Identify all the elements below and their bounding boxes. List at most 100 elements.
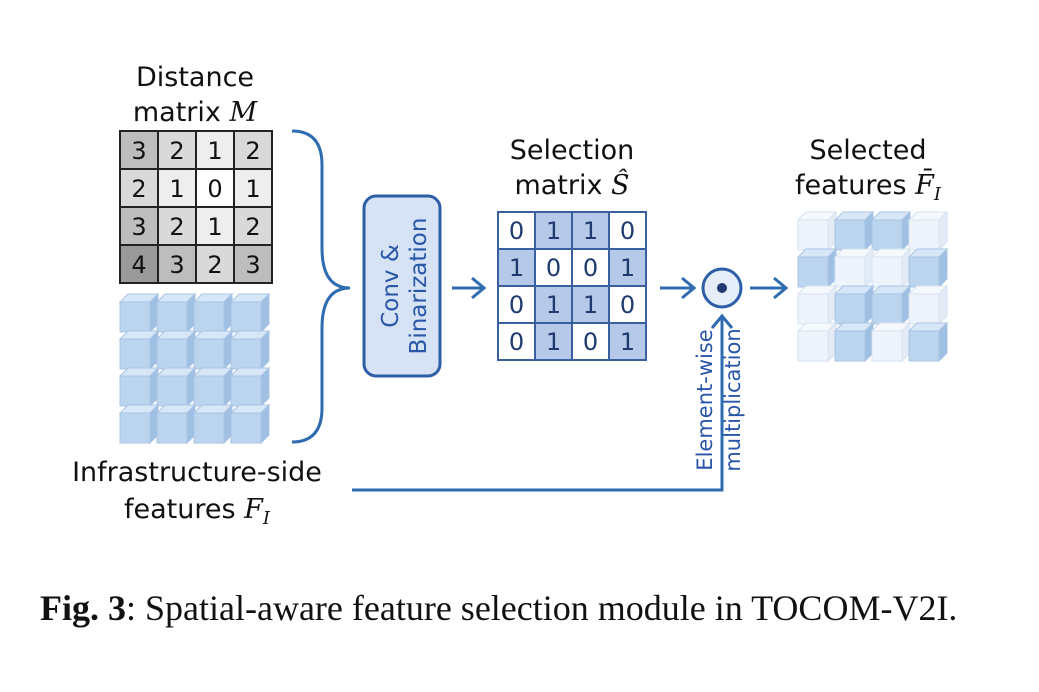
selected-feature-cube	[833, 284, 875, 326]
arrow-to-operator	[660, 276, 697, 300]
selected-feature-cube	[870, 210, 912, 252]
infra-features-feed-line	[352, 313, 734, 492]
feature-cube	[192, 366, 234, 408]
selection-cell-value: 0	[509, 291, 524, 319]
feature-cube	[155, 329, 197, 371]
infra-features-label-line2: features FI	[124, 494, 271, 529]
selection-cell-value: 1	[546, 328, 561, 356]
distance-cell-value: 2	[245, 213, 260, 241]
selection-cell-value: 0	[583, 254, 598, 282]
distance-cell-value: 1	[207, 213, 222, 241]
feature-cube	[155, 292, 197, 334]
distance-cell	[233, 130, 273, 170]
selection-cell-value: 0	[620, 217, 635, 245]
masked-feature-cube	[870, 247, 912, 289]
infra-features-subscript: I	[262, 508, 271, 529]
infra-features-label-text: features	[124, 494, 244, 525]
figure-label: Fig. 3	[40, 588, 126, 628]
selection-cell-value: 1	[583, 217, 598, 245]
selection-cell-value: 0	[509, 328, 524, 356]
distance-cell-value: 4	[131, 251, 146, 279]
selected-feature-cube	[833, 210, 875, 252]
feature-cube	[229, 329, 271, 371]
selection-cell	[571, 322, 610, 361]
infrastructure-features-cube-stack	[118, 292, 271, 445]
distance-cell	[157, 206, 197, 246]
selected-features-subscript: I	[933, 184, 942, 205]
distance-cell-value: 1	[207, 137, 222, 165]
distance-cell-value: 1	[245, 175, 260, 203]
masked-feature-cube	[833, 247, 875, 289]
selection-cell	[534, 322, 573, 361]
arrow-to-selection-matrix	[452, 276, 487, 300]
selection-cell-value: 0	[620, 291, 635, 319]
infra-features-label-line1: Infrastructure-side	[72, 457, 322, 488]
selection-cell	[608, 211, 647, 250]
masked-feature-cube	[796, 284, 838, 326]
elementwise-operator	[701, 267, 743, 309]
distance-cell	[233, 244, 273, 284]
feature-cube	[118, 292, 160, 334]
selected-feature-cube	[796, 247, 838, 289]
arrow-to-selected-features	[750, 276, 789, 300]
feature-cube	[155, 403, 197, 445]
selection-cell	[608, 322, 647, 361]
selection-cell-value: 1	[509, 254, 524, 282]
masked-feature-cube	[907, 284, 949, 326]
selection-matrix-title-text: matrix	[514, 170, 611, 201]
feature-cube	[192, 329, 234, 371]
distance-cell-value: 1	[169, 175, 184, 203]
selected-feature-cube	[833, 321, 875, 363]
distance-cell-value: 2	[245, 137, 260, 165]
selection-cell-value: 1	[620, 328, 635, 356]
selection-cell-value: 0	[509, 217, 524, 245]
distance-cell-value: 2	[207, 251, 222, 279]
feature-cube	[192, 403, 234, 445]
distance-cell-value: 3	[245, 251, 260, 279]
distance-cell-value: 3	[131, 137, 146, 165]
distance-cell-value: 3	[169, 251, 184, 279]
operator-dot-icon	[717, 283, 727, 293]
distance-matrix-title-text: matrix	[133, 97, 230, 128]
distance-matrix-symbol: M	[228, 97, 258, 128]
selection-matrix-title-line2: matrix Ŝ	[514, 167, 629, 201]
distance-cell-value: 2	[131, 175, 146, 203]
selected-features-title-line1: Selected	[809, 135, 926, 166]
operator-label-line1: Element-wise	[693, 329, 717, 470]
feature-cube	[229, 366, 271, 408]
masked-feature-cube	[796, 210, 838, 252]
selected-feature-cube	[907, 321, 949, 363]
masked-feature-cube	[870, 321, 912, 363]
distance-matrix-title-line1: Distance	[136, 62, 254, 93]
selection-cell	[534, 211, 573, 250]
selection-cell	[608, 285, 647, 324]
selection-matrix-title-line1: Selection	[510, 135, 634, 166]
selection-matrix-symbol: Ŝ	[611, 167, 630, 201]
masked-feature-cube	[907, 210, 949, 252]
distance-matrix-title-line2: matrix M	[133, 97, 259, 128]
figure-caption: Fig. 3: Spatial-aware feature selection …	[40, 584, 1020, 632]
feature-cube	[229, 292, 271, 334]
selected-features-title-line2: features F̄I	[795, 167, 942, 205]
feature-cube	[192, 292, 234, 334]
selected-features-cube-stack	[796, 210, 949, 363]
conv-block-line2: Binarization	[406, 218, 432, 355]
selection-cell-value: 0	[546, 254, 561, 282]
selection-cell-value: 0	[583, 328, 598, 356]
selection-cell-value: 1	[546, 217, 561, 245]
selected-features-title-text: features	[795, 170, 915, 201]
grouping-brace	[291, 129, 351, 444]
infra-features-symbol: F	[243, 494, 264, 525]
operator-label-line2: multiplication	[721, 328, 745, 471]
selection-cell-value: 1	[546, 291, 561, 319]
distance-cell-value: 0	[207, 175, 222, 203]
selection-cell-value: 1	[620, 254, 635, 282]
distance-cell-value: 2	[169, 213, 184, 241]
conv-binarization-block	[362, 194, 442, 378]
selection-cell	[608, 248, 647, 287]
feature-cube	[155, 366, 197, 408]
distance-cell	[233, 168, 273, 208]
